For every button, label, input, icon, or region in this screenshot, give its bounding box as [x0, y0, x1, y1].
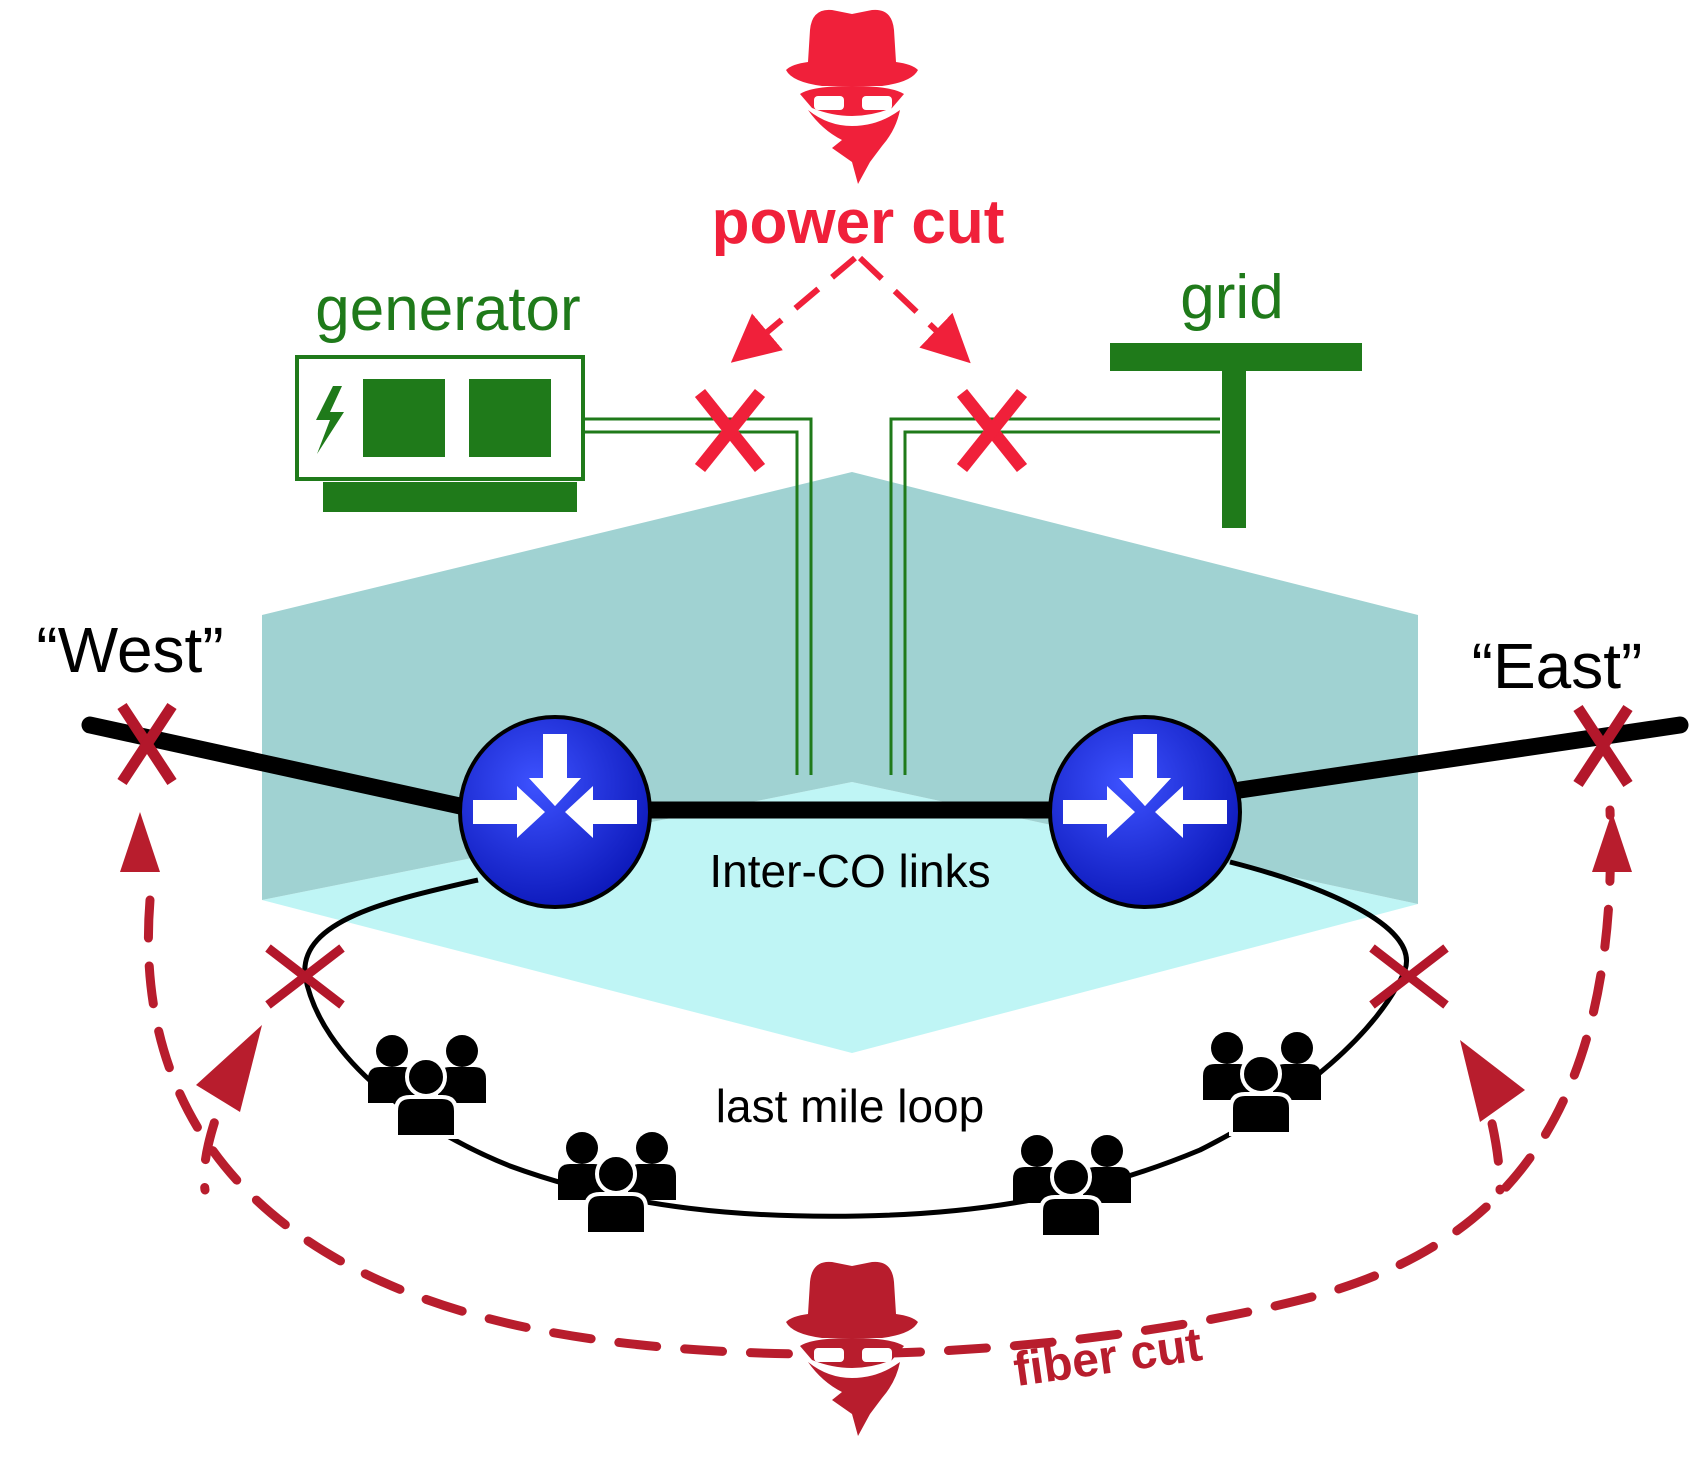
cut-marks	[117, 388, 1633, 1009]
generator-line-b	[584, 430, 799, 775]
x-mark-icon	[117, 702, 177, 786]
user-group-icon	[556, 1130, 678, 1236]
x-mark-icon	[956, 388, 1028, 473]
generator-icon	[295, 355, 585, 512]
fiber-cut-label: fiber cut	[1010, 1318, 1205, 1397]
x-mark-icon	[694, 388, 766, 473]
arrowhead-east-up	[1592, 812, 1632, 872]
west-label: “West”	[36, 614, 223, 686]
power-attacker-spy-icon	[786, 9, 918, 184]
arrowhead-west-up	[120, 812, 160, 872]
arrowhead-west-last-mile	[196, 1025, 262, 1112]
router-east-icon	[1048, 715, 1242, 909]
user-groups	[366, 1030, 1323, 1239]
power-pole-icon	[1110, 343, 1362, 528]
generator-label: generator	[315, 275, 580, 344]
power-cut-label: power cut	[712, 188, 1005, 257]
power-lines	[584, 417, 1220, 775]
co-right-wall	[852, 472, 1418, 904]
router-west-icon	[458, 715, 652, 909]
east-label: “East”	[1472, 630, 1643, 702]
lightning-bolt-icon	[316, 386, 344, 454]
x-mark-icon	[1573, 704, 1633, 788]
user-group-icon	[366, 1033, 488, 1139]
central-office-building	[262, 472, 1418, 1053]
grid-line-a	[889, 417, 1220, 775]
fiber-arc	[144, 805, 1616, 1359]
arrowhead-east-last-mile	[1460, 1040, 1525, 1122]
power-cut-arrows	[730, 255, 971, 364]
grid-label: grid	[1180, 263, 1283, 332]
x-mark-icon	[265, 944, 345, 1009]
x-mark-icon	[1369, 944, 1449, 1009]
fiber-attacker-spy-icon	[786, 1261, 918, 1436]
inter-co-links-label: Inter-CO links	[709, 845, 990, 897]
generator-line-a	[584, 417, 813, 775]
arrow-to-generator-cut	[730, 255, 857, 363]
grid-line-b	[903, 430, 1220, 775]
arrow-to-grid-cut	[857, 255, 971, 364]
user-group-icon	[1011, 1133, 1133, 1239]
user-group-icon	[1201, 1030, 1323, 1136]
fiber-arrowheads	[120, 812, 1632, 1122]
last-mile-loop-label: last mile loop	[716, 1080, 984, 1132]
